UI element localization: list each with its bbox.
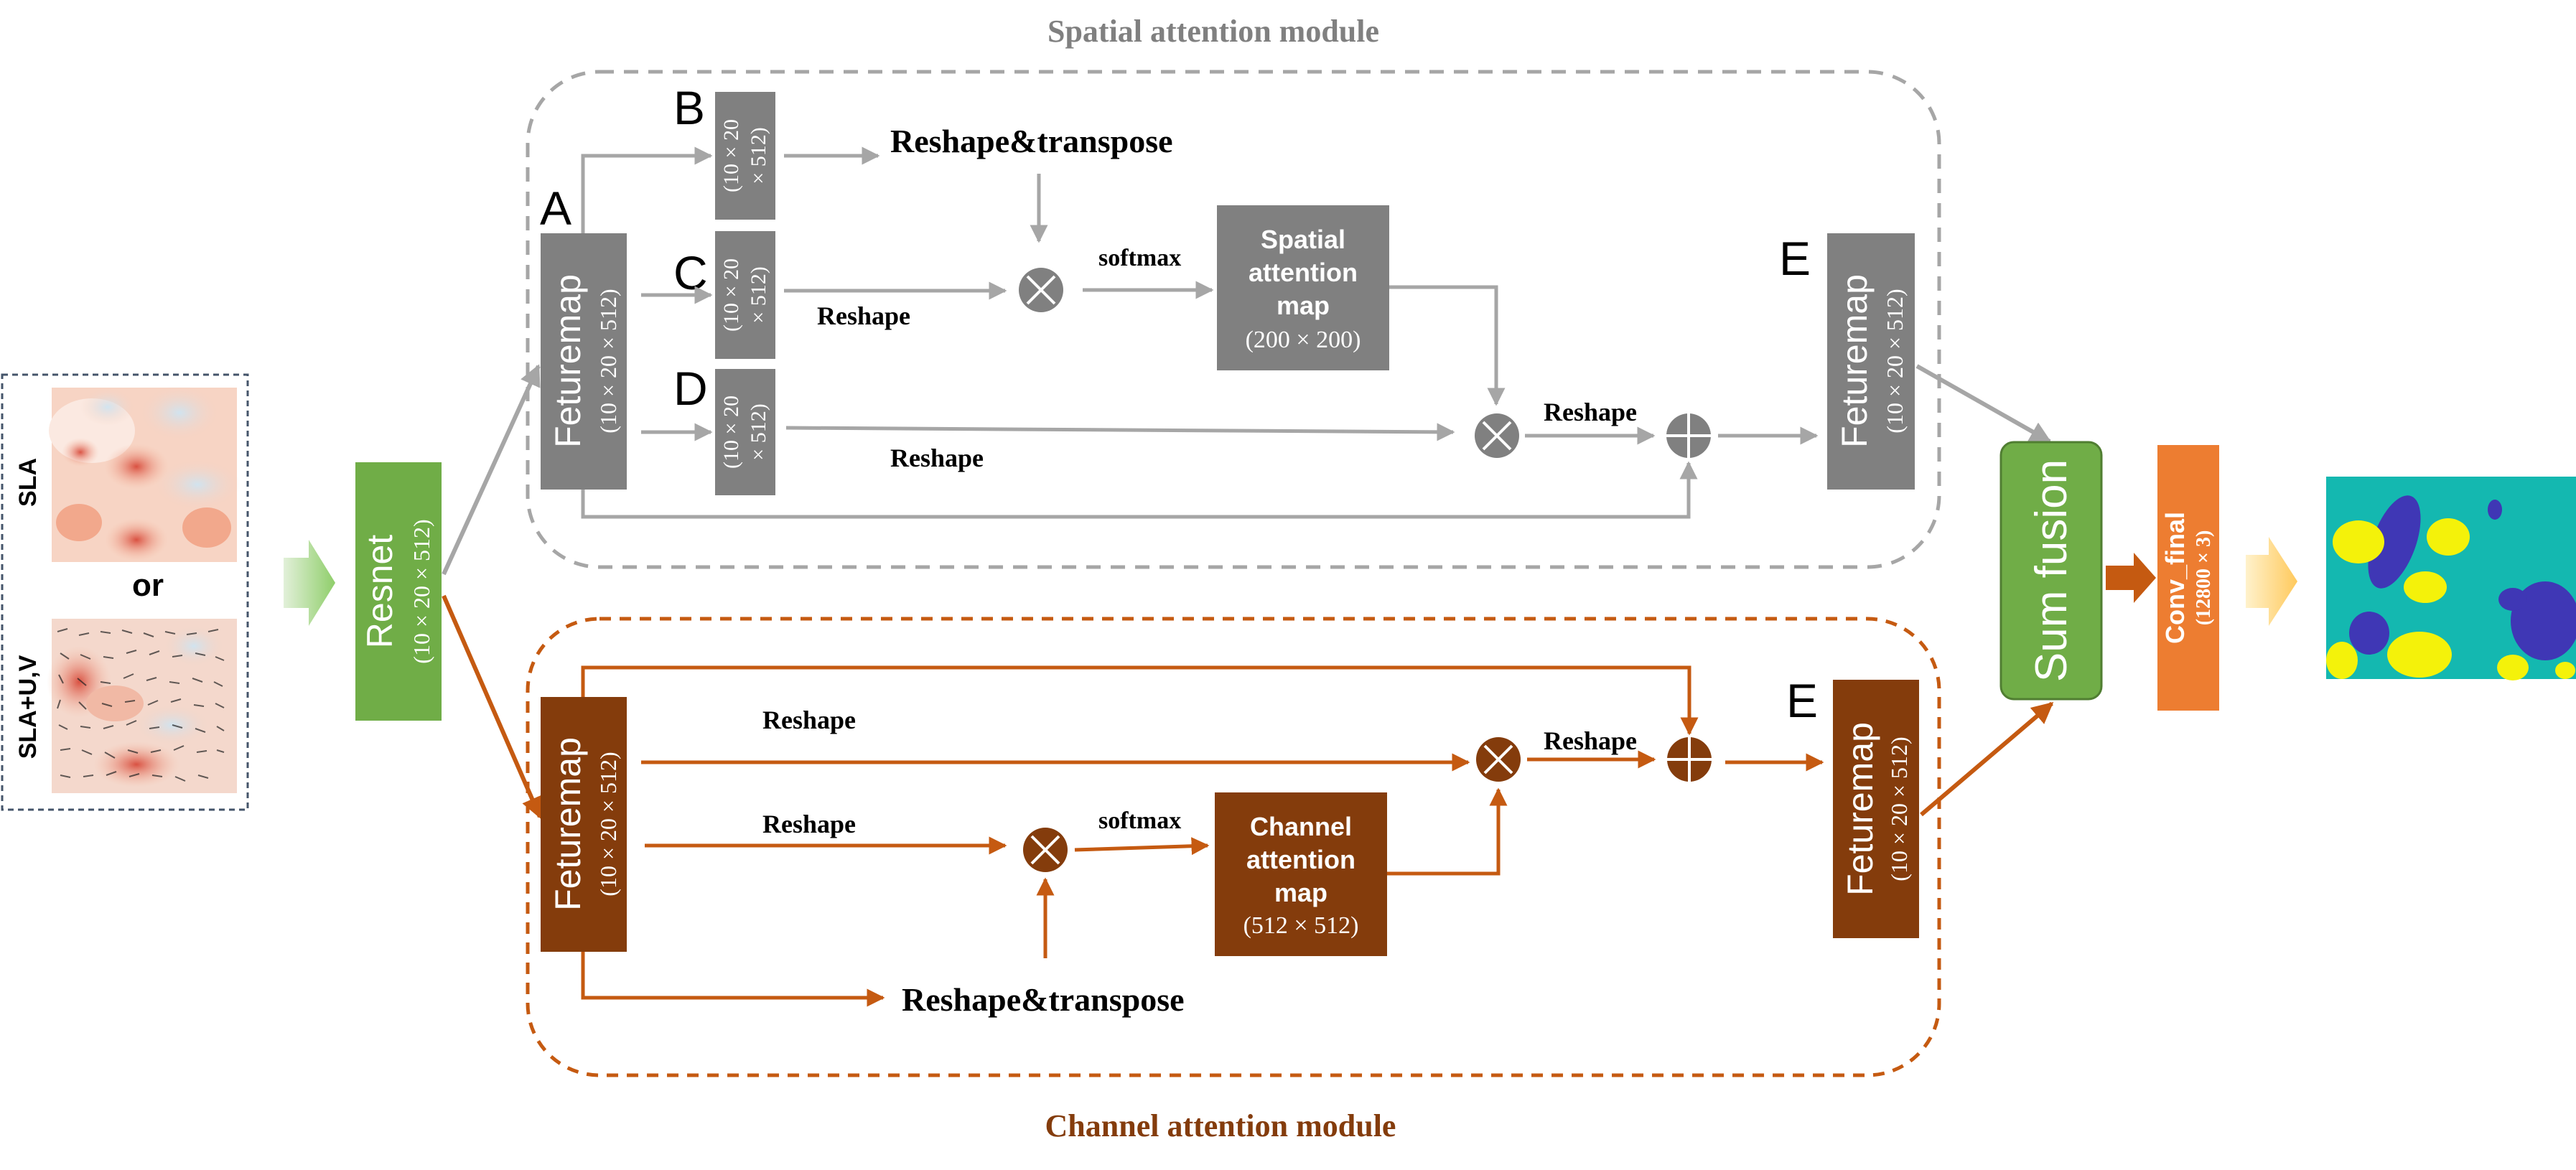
resnet-dims: (10 × 20 × 512) — [409, 519, 434, 663]
channel-featuremap-a: Feturemap (10 × 20 × 512) — [541, 697, 627, 952]
spatial-box-d-line2: × 512) — [747, 403, 770, 460]
channel-letter-e: E — [1786, 674, 1818, 727]
channel-reshape-transpose-label: Reshape&transpose — [902, 981, 1185, 1018]
spatial-featuremap-e-title: Feturemap — [1834, 274, 1875, 448]
channel-attention-map-dims: (512 × 512) — [1243, 912, 1359, 939]
spatial-featuremap-a: Feturemap (10 × 20 × 512) — [541, 233, 627, 490]
channel-featuremap-a-dims: (10 × 20 × 512) — [595, 752, 621, 896]
channel-featuremap-a-title: Feturemap — [548, 737, 588, 911]
spatial-letter-b: B — [673, 81, 705, 134]
spatial-attention-map-line2: attention — [1249, 258, 1358, 287]
spatial-box-c-line2: × 512) — [747, 266, 770, 323]
spatial-box-d-line1: (10 × 20 — [719, 396, 743, 469]
channel-softmax-label: softmax — [1098, 808, 1181, 834]
channel-module-container — [526, 617, 1941, 1077]
spatial-reshape-c-label: Reshape — [817, 301, 910, 330]
spatial-box-b-line2: × 512) — [747, 127, 770, 184]
sla-map-image — [49, 385, 241, 562]
sla-label: SLA — [14, 458, 42, 507]
channel-reshape-mid-label: Reshape — [762, 810, 856, 838]
channel-reshape-top-label: Reshape — [762, 706, 856, 734]
spatial-featuremap-a-title: Feturemap — [548, 274, 588, 448]
d-to-mult2-arrow — [785, 423, 1455, 441]
conv-final-title: Conv_final — [2160, 512, 2190, 644]
spatial-attention-map-dims: (200 × 200) — [1246, 327, 1361, 353]
channel-transpose-path — [581, 952, 885, 1007]
spatial-featuremap-a-dims: (10 × 20 × 512) — [595, 289, 621, 433]
channel-attention-map: Channel attention map (512 × 512) — [1215, 792, 1387, 956]
channel-multiply-node-2 — [1476, 737, 1521, 782]
output-segmentation-map — [2326, 477, 2576, 680]
channel-featuremap-e: Feturemap (10 × 20 × 512) — [1833, 680, 1919, 938]
channel-reshape-after-label: Reshape — [1544, 726, 1637, 755]
resnet-block: Resnet (10 × 20 × 512) — [355, 462, 442, 721]
channel-add-node — [1667, 737, 1712, 782]
spatial-featuremap-e-dims: (10 × 20 × 512) — [1882, 289, 1908, 433]
spatial-box-d: (10 × 20 × 512) — [715, 369, 775, 495]
spatial-box-b: (10 × 20 × 512) — [715, 92, 775, 220]
sla-uv-map-image — [47, 619, 237, 793]
input-arrow — [284, 540, 335, 626]
spatial-letter-a: A — [540, 182, 571, 235]
sum-fusion-block: Sum fusion — [1999, 441, 2103, 701]
resnet-to-channel-arrow — [442, 594, 542, 819]
channel-attention-map-line2: attention — [1246, 845, 1355, 874]
channel-featuremap-e-dims: (10 × 20 × 512) — [1886, 736, 1912, 881]
conv-to-output-arrow — [2246, 537, 2297, 626]
spatial-box-c: (10 × 20 × 512) — [715, 231, 775, 359]
channel-map-to-mult2-arrow — [1387, 787, 1508, 876]
channel-residual-arrow — [581, 665, 1699, 736]
channel-featuremap-e-title: Feturemap — [1840, 722, 1880, 896]
sla-uv-label: SLA+U,V — [14, 655, 42, 759]
spatial-featuremap-e: Feturemap (10 × 20 × 512) — [1827, 233, 1915, 490]
input-panel: SLA or SLA+U,V — [1, 373, 249, 811]
channel-multiply-node — [1023, 828, 1068, 872]
spatial-multiply-node — [1019, 268, 1063, 312]
map-to-mult2-arrow — [1389, 285, 1506, 406]
spatial-residual-arrow — [581, 461, 1698, 519]
spatial-reshape-after-label: Reshape — [1544, 398, 1637, 426]
conv-final-dims: (12800 × 3) — [2193, 530, 2215, 626]
channel-attention-map-line1: Channel — [1250, 812, 1352, 841]
channel-mult-to-map-arrow — [1074, 837, 1210, 856]
a-to-b-arrow — [581, 146, 713, 233]
fusion-to-conv-arrow — [2106, 553, 2156, 603]
or-label: or — [132, 568, 164, 603]
sum-fusion-title: Sum fusion — [2027, 459, 2076, 682]
spatial-box-b-line1: (10 × 20 — [719, 119, 743, 192]
spatial-attention-map-line1: Spatial — [1261, 225, 1345, 254]
spatial-reshape-d-label: Reshape — [890, 444, 984, 472]
resnet-to-spatial-arrow — [442, 364, 541, 576]
spatial-softmax-label: softmax — [1098, 245, 1181, 271]
spatial-attention-map: Spatial attention map (200 × 200) — [1217, 205, 1389, 370]
spatial-reshape-transpose-label: Reshape&transpose — [890, 123, 1173, 159]
channel-module-title: Channel attention module — [1045, 1108, 1396, 1143]
resnet-title: Resnet — [360, 535, 400, 649]
spatial-letter-c: C — [673, 246, 708, 299]
spatial-module-title: Spatial attention module — [1047, 14, 1379, 49]
spatial-attention-map-line3: map — [1277, 291, 1330, 320]
spatial-box-c-line1: (10 × 20 — [719, 258, 743, 332]
spatial-e-to-fusion-arrow — [1915, 364, 2052, 444]
channel-e-to-fusion-arrow — [1920, 701, 2054, 817]
conv-final-block: Conv_final (12800 × 3) — [2157, 445, 2219, 711]
spatial-add-node — [1666, 413, 1711, 458]
spatial-letter-e: E — [1779, 232, 1811, 285]
spatial-module-container — [526, 70, 1941, 569]
spatial-letter-d: D — [673, 362, 708, 415]
channel-attention-map-line3: map — [1274, 878, 1327, 907]
spatial-multiply-node-2 — [1475, 413, 1519, 458]
